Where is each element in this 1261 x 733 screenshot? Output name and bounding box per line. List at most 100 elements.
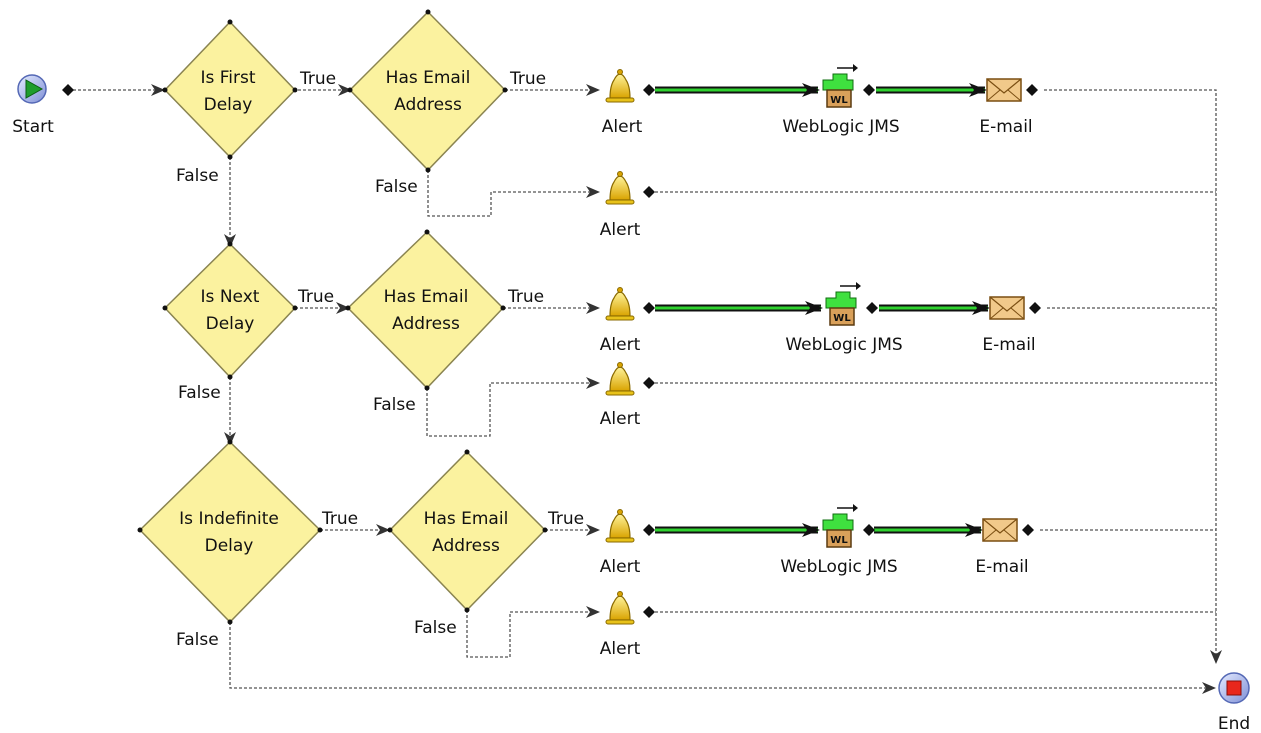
start-port — [62, 84, 74, 96]
bell-icon — [605, 509, 635, 543]
alert-label: Alert — [600, 335, 641, 355]
output-port — [863, 84, 875, 96]
output-port — [643, 84, 655, 96]
alert-node-row1-false[interactable]: Alert — [600, 171, 655, 241]
weblogic-jms-icon: WL — [825, 282, 861, 326]
true-label: True — [509, 69, 546, 89]
output-port — [866, 302, 878, 314]
false-label: False — [178, 383, 221, 403]
decision-is-next-delay[interactable]: Is Next Delay — [163, 242, 297, 379]
decision-label-line1: Is Indefinite — [179, 509, 279, 529]
decision-is-first-delay[interactable]: Is First Delay — [163, 20, 297, 159]
true-label: True — [299, 69, 336, 89]
decision-label-line1: Has Email — [424, 509, 509, 529]
jms-node-row1[interactable]: WL WebLogic JMS — [782, 64, 900, 137]
jms-label: WebLogic JMS — [785, 335, 902, 355]
output-port — [1026, 84, 1038, 96]
svg-text:WL: WL — [830, 95, 848, 106]
weblogic-jms-icon: WL — [822, 504, 858, 548]
bell-icon — [605, 362, 635, 396]
bell-icon — [605, 287, 635, 321]
decision-is-indefinite-delay[interactable]: Is Indefinite Delay — [138, 440, 322, 624]
output-port — [1022, 524, 1034, 536]
bell-icon — [605, 69, 635, 103]
alert-node-row3-false[interactable]: Alert — [600, 591, 655, 660]
weblogic-jms-icon: WL — [822, 64, 858, 108]
svg-text:WL: WL — [830, 535, 848, 546]
alert-node-row2-false[interactable]: Alert — [600, 362, 655, 430]
false-label: False — [373, 395, 416, 415]
decision-has-email-address-3[interactable]: Has Email Address — [388, 450, 547, 612]
end-node[interactable]: End — [1218, 672, 1250, 733]
true-label: True — [297, 287, 334, 307]
email-node-row2[interactable]: E-mail — [982, 296, 1041, 355]
alert-label: Alert — [600, 557, 641, 577]
svg-text:WL: WL — [833, 313, 851, 324]
decision-has-email-address-1[interactable]: Has Email Address — [348, 10, 507, 172]
false-label: False — [414, 618, 457, 638]
stop-icon — [1226, 680, 1242, 696]
branch-labels: True True False False True True False Fa… — [176, 69, 584, 650]
true-label: True — [507, 287, 544, 307]
output-port — [1029, 302, 1041, 314]
bell-icon — [605, 171, 635, 205]
decision-label-line2: Delay — [204, 95, 253, 115]
email-node-row3[interactable]: E-mail — [975, 518, 1034, 577]
true-label: True — [547, 509, 584, 529]
envelope-icon — [989, 296, 1025, 320]
decision-shape — [163, 242, 297, 379]
email-label: E-mail — [979, 117, 1032, 137]
green-links — [655, 83, 990, 537]
decision-has-email-address-2[interactable]: Has Email Address — [346, 230, 505, 390]
envelope-icon — [982, 518, 1018, 542]
output-port — [643, 524, 655, 536]
decision-label-line2: Address — [392, 314, 460, 334]
alert-label: Alert — [600, 639, 641, 659]
false-label: False — [375, 177, 418, 197]
email-label: E-mail — [975, 557, 1028, 577]
decision-shape — [346, 230, 505, 390]
envelope-icon — [986, 78, 1022, 102]
false-label: False — [176, 166, 219, 186]
decision-shape — [163, 20, 297, 159]
output-port — [643, 302, 655, 314]
start-label: Start — [12, 117, 54, 137]
decision-label-line1: Has Email — [386, 68, 471, 88]
connector-email1-false — [427, 170, 600, 217]
output-port — [863, 524, 875, 536]
decision-label-line2: Address — [394, 95, 462, 115]
alert-label: Alert — [600, 220, 641, 240]
true-label: True — [321, 509, 358, 529]
connector-indef-false — [229, 622, 1216, 694]
connector-email3-false — [466, 606, 600, 658]
output-port — [643, 186, 655, 198]
alert-node-row1-true[interactable]: Alert — [602, 69, 655, 138]
decision-shape — [138, 440, 322, 624]
email-label: E-mail — [982, 335, 1035, 355]
start-node[interactable]: Start — [12, 74, 74, 137]
decision-label-line1: Has Email — [384, 287, 469, 307]
bell-icon — [605, 591, 635, 625]
alert-node-row3-true[interactable]: Alert — [600, 509, 655, 578]
port-dots — [137, 9, 548, 625]
connectors — [68, 84, 1222, 694]
alert-node-row2-true[interactable]: Alert — [600, 287, 655, 356]
jms-label: WebLogic JMS — [782, 117, 899, 137]
email-node-row1[interactable]: E-mail — [979, 78, 1038, 137]
decision-label-line2: Delay — [205, 536, 254, 556]
output-port — [643, 377, 655, 389]
connector-email2-false — [426, 377, 600, 437]
decision-label-line1: Is Next — [201, 287, 260, 307]
decision-shape — [388, 450, 547, 612]
alert-label: Alert — [602, 117, 643, 137]
decision-label-line2: Delay — [206, 314, 255, 334]
jms-node-row2[interactable]: WL WebLogic JMS — [785, 282, 903, 355]
output-port — [643, 606, 655, 618]
jms-label: WebLogic JMS — [780, 557, 897, 577]
decision-label-line1: Is First — [200, 68, 255, 88]
connector-email1-to-end — [1044, 89, 1222, 664]
jms-node-row3[interactable]: WL WebLogic JMS — [780, 504, 898, 577]
decision-label-line2: Address — [432, 536, 500, 556]
decision-shape — [348, 10, 507, 172]
